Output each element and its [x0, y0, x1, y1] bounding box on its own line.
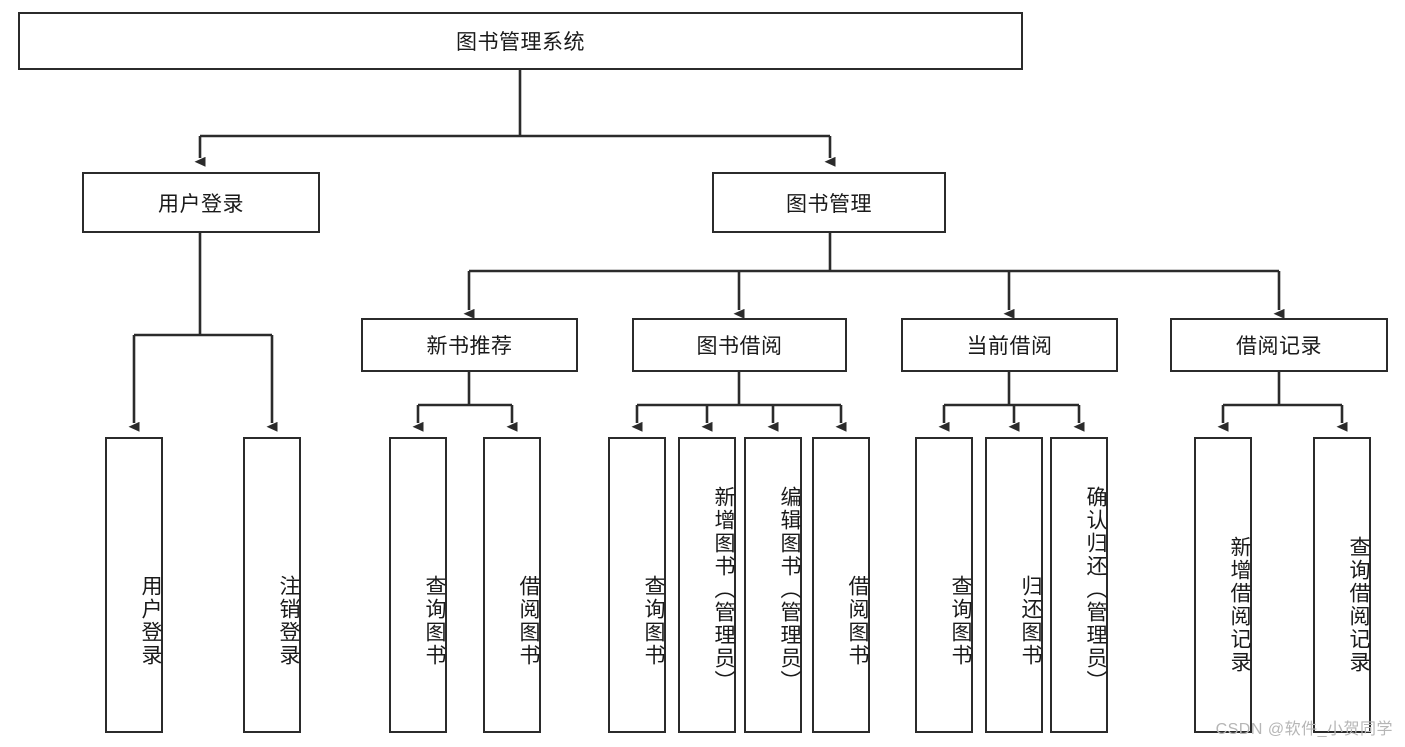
node-label: 用户登录	[139, 575, 162, 667]
node-label: 查询图书	[949, 575, 972, 667]
node-label: 查询借阅记录	[1347, 536, 1370, 674]
node-label: 确认归还（管理员）	[1084, 485, 1107, 693]
node-current-borrow[interactable]: 当前借阅	[901, 318, 1118, 372]
node-label: 用户登录	[158, 192, 244, 216]
node-label: 借阅图书	[517, 575, 540, 667]
node-label: 编辑图书（管理员）	[778, 485, 801, 693]
node-root-book-management-system[interactable]: 图书管理系统	[18, 12, 1023, 70]
node-borrow-record[interactable]: 借阅记录	[1170, 318, 1388, 372]
node-label: 查询图书	[423, 575, 446, 667]
node-leaf-query-record[interactable]: 查询借阅记录	[1313, 437, 1371, 733]
node-label: 借阅图书	[846, 575, 869, 667]
node-leaf-edit-book[interactable]: 编辑图书（管理员）	[744, 437, 802, 733]
node-book-manage[interactable]: 图书管理	[712, 172, 946, 233]
node-leaf-return-book[interactable]: 归还图书	[985, 437, 1043, 733]
node-label: 归还图书	[1019, 575, 1042, 667]
node-leaf-user-login[interactable]: 用户登录	[105, 437, 163, 733]
node-leaf-add-book[interactable]: 新增图书（管理员）	[678, 437, 736, 733]
node-label: 图书管理系统	[456, 31, 585, 54]
node-leaf-query-book-1[interactable]: 查询图书	[389, 437, 447, 733]
node-leaf-borrow-book-2[interactable]: 借阅图书	[812, 437, 870, 733]
node-new-book-recommend[interactable]: 新书推荐	[361, 318, 578, 372]
node-label: 新书推荐	[426, 335, 513, 358]
node-book-borrow[interactable]: 图书借阅	[632, 318, 847, 372]
node-user-login[interactable]: 用户登录	[82, 172, 320, 233]
node-label: 借阅记录	[1236, 335, 1322, 358]
node-label: 新增图书（管理员）	[712, 485, 735, 693]
node-label: 注销登录	[277, 575, 300, 667]
node-label: 当前借阅	[966, 335, 1053, 358]
node-leaf-query-book-3[interactable]: 查询图书	[915, 437, 973, 733]
node-label: 新增借阅记录	[1228, 536, 1251, 674]
node-leaf-query-book-2[interactable]: 查询图书	[608, 437, 666, 733]
node-leaf-logout-login[interactable]: 注销登录	[243, 437, 301, 733]
node-leaf-borrow-book-1[interactable]: 借阅图书	[483, 437, 541, 733]
node-label: 查询图书	[642, 575, 665, 667]
node-label: 图书管理	[786, 192, 872, 216]
node-leaf-add-record[interactable]: 新增借阅记录	[1194, 437, 1252, 733]
csdn-watermark: CSDN @软件_小贺同学	[1215, 721, 1393, 738]
node-leaf-confirm-return[interactable]: 确认归还（管理员）	[1050, 437, 1108, 733]
node-label: 图书借阅	[696, 335, 783, 358]
